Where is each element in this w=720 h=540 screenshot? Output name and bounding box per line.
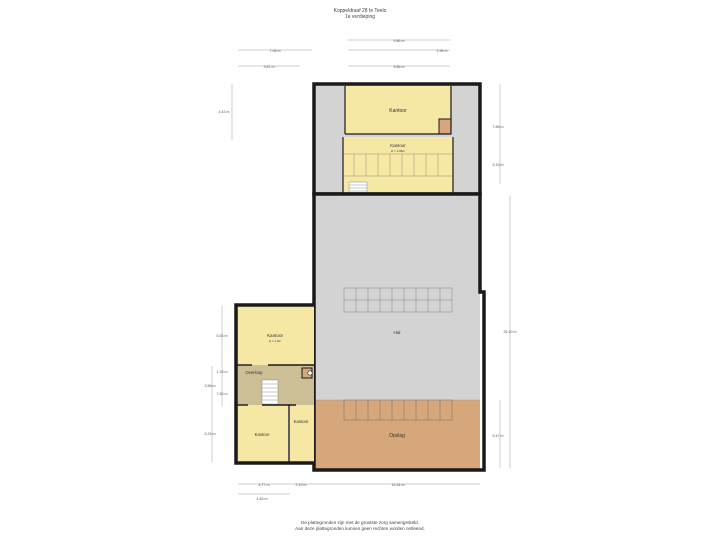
dim-top-left-1: 7.06 m <box>270 49 281 53</box>
label-opslag: Opslag <box>389 433 405 439</box>
dimension-lines <box>211 39 511 495</box>
label-kantoor-top: Kantoor <box>389 108 407 114</box>
dim-right-bottom: 6.47 m <box>493 434 504 438</box>
room-opslag <box>314 400 480 470</box>
label-overloop: Overloop <box>246 370 264 375</box>
footer-disclaimer-1: De plattegronden zijn met de grootste zo… <box>301 520 419 525</box>
dim-left-top: 4.43 m <box>219 110 230 114</box>
label-kantoor-left: Kantoor <box>267 333 284 338</box>
label-kantoor-br: Kantoor <box>294 419 309 424</box>
footer-disclaimer-2: Aan deze plattegronden kunnen geen recht… <box>295 526 425 531</box>
hall-outer-wall <box>312 192 486 472</box>
dim-bottom-d: 4.83 m <box>257 497 268 501</box>
stair-left <box>261 379 279 405</box>
upper-wing <box>312 82 482 196</box>
dim-bottom-b: 2.19 m <box>296 483 307 487</box>
dim-bottom-a: 4.77 m <box>259 483 270 487</box>
dim-right-b: 5.15 m <box>493 163 504 167</box>
dim-top-left-2: 3.87 m <box>264 65 275 69</box>
dim-right-a: 7.86 m <box>493 125 504 129</box>
dim-left-d: 7.63 m <box>217 392 228 396</box>
label-hal: Hal <box>394 330 401 335</box>
room-kantoor-left <box>236 305 314 365</box>
dim-left-a: 5.53 m <box>217 334 228 338</box>
dim-bottom-c: 15.34 m <box>392 483 405 487</box>
dim-right-total: 25.10 m <box>504 330 517 334</box>
left-outer-wall <box>234 303 314 465</box>
upper-interior-walls <box>342 86 454 193</box>
dim-left-e: 5.24 m <box>205 432 216 436</box>
column-icon <box>307 370 313 376</box>
left-interior-walls <box>236 364 314 463</box>
dim-top-right-2: 1.96 m <box>437 49 448 53</box>
stair-top <box>348 181 368 194</box>
room-kantoor-top <box>345 86 451 134</box>
plan-address: Koppeldraaf 28 te Teelo <box>333 8 387 14</box>
label-kantoor-top2: Kantoor <box>390 143 406 148</box>
label-kantoor-left-height: H = 1.9m <box>269 339 282 343</box>
dim-top-mid: 9.86 m <box>394 65 405 69</box>
hall-floor <box>314 194 480 400</box>
dim-left-b: 1.15 m <box>217 370 228 374</box>
roof-beams-hall <box>343 287 453 313</box>
room-kantoor-br <box>290 405 314 463</box>
left-wing <box>234 303 314 465</box>
dim-left-c: 3.56 m <box>205 384 216 388</box>
dimension-labels: 9.86 m 1.96 m 7.06 m 3.87 m 9.86 m 4.43 … <box>205 39 517 501</box>
room-kantoor-bl <box>236 405 288 463</box>
room-labels: Kantoor Kantoor H = 1.96m Hal Opslag Kan… <box>246 108 408 439</box>
dim-top-right-1: 9.86 m <box>394 39 405 43</box>
cupboard-top <box>438 118 452 135</box>
plan-floor-level: 1e verdieping <box>344 14 376 20</box>
roof-beams-top <box>343 153 453 177</box>
label-kantoor-bl: Kantoor <box>255 432 270 437</box>
main-hall <box>312 192 486 472</box>
label-kantoor-top2-height: H = 1.96m <box>391 149 405 153</box>
